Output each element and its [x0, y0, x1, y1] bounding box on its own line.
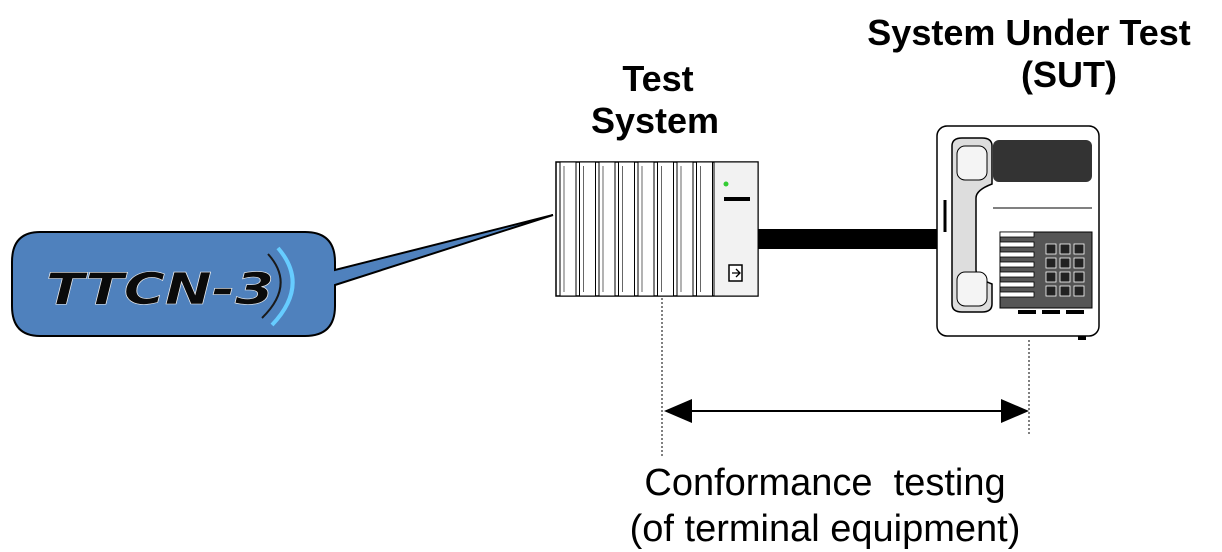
phone-foot	[1078, 336, 1086, 340]
caption-line2: (of terminal equipment)	[629, 508, 1021, 550]
keypad-key	[1073, 271, 1085, 283]
keypad-key	[1059, 243, 1071, 255]
keypad-key	[1045, 285, 1057, 297]
keypad-key	[1045, 243, 1057, 255]
rack-slot	[598, 161, 616, 297]
sut-title-line2: (SUT)	[1021, 54, 1117, 95]
line-button	[999, 261, 1035, 268]
keypad-key	[1059, 257, 1071, 269]
keypad-key	[1073, 257, 1085, 269]
line-button	[999, 231, 1035, 238]
rack-server-icon	[555, 161, 759, 297]
rack-slot	[618, 161, 635, 297]
keypad-key	[1059, 285, 1071, 297]
keypad-key	[1059, 271, 1071, 283]
rack-slot	[579, 161, 596, 297]
bottom-button-2	[1042, 310, 1060, 314]
desk-telephone-icon	[936, 125, 1100, 340]
test-system-title-line2: System	[590, 100, 720, 141]
line-buttons	[999, 231, 1035, 298]
keypad-key	[1045, 257, 1057, 269]
rack-slot	[676, 161, 694, 297]
ttcn3-speech-bubble: TTCN-3	[11, 214, 554, 337]
keypad-key	[1045, 271, 1057, 283]
power-switch-glyph	[732, 268, 741, 278]
line-button	[999, 251, 1035, 258]
bottom-button-3	[1066, 310, 1084, 314]
line-button	[999, 281, 1035, 288]
status-led-icon	[723, 181, 729, 187]
rack-label-strip	[724, 197, 750, 201]
handset-earpiece	[956, 145, 988, 181]
rack-slot	[696, 161, 713, 297]
keypad	[1045, 243, 1085, 297]
double-headed-arrow-icon	[664, 399, 1029, 423]
phone-display	[993, 140, 1092, 182]
connection-cable	[756, 229, 942, 249]
rack-slot	[637, 161, 655, 297]
rack-slots	[559, 161, 713, 297]
line-button	[999, 291, 1035, 298]
keypad-key	[1073, 243, 1085, 255]
sut-title-line1: System Under Test	[867, 12, 1191, 53]
keypad-key	[1073, 285, 1085, 297]
bottom-button-1	[1018, 310, 1036, 314]
arrow-head-right	[1001, 399, 1029, 423]
caption-line1: Conformance testing	[644, 462, 1006, 504]
diagram-caption: Conformance testing (of terminal equipme…	[590, 460, 1060, 552]
logo-ring-arc-inner	[261, 253, 282, 319]
test-system-title-line1: Test	[622, 58, 694, 99]
logo-ring-arc	[270, 246, 295, 327]
rack-slot	[559, 161, 577, 297]
line-button	[999, 271, 1035, 278]
handset	[951, 137, 993, 313]
arrow-head-left	[664, 399, 692, 423]
test-system-title: Test System	[560, 58, 750, 142]
logo-text: TTCN-3	[46, 264, 274, 315]
handset-mouthpiece	[956, 271, 988, 307]
rack-slot	[657, 161, 674, 297]
line-button	[999, 241, 1035, 248]
ttcn3-logo: TTCN-3	[46, 246, 295, 327]
sut-title: System Under Test (SUT)	[836, 12, 1222, 96]
speech-bubble-shape	[11, 214, 554, 337]
